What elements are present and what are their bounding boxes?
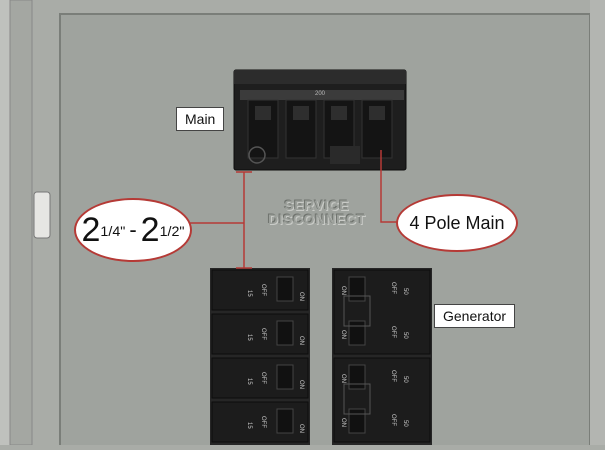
breaker-rating: 15 <box>246 378 252 385</box>
off-label: OFF <box>390 414 396 426</box>
four-pole-main-text: 4 Pole Main <box>409 212 505 233</box>
breaker-handle[interactable] <box>348 364 366 390</box>
four-pole-main-callout: 4 Pole Main <box>396 194 518 252</box>
main-breaker-rating: 200 <box>315 91 326 97</box>
off-label: OFF <box>260 328 266 340</box>
on-label: ON <box>298 292 304 301</box>
branch-breaker[interactable] <box>211 357 309 399</box>
breaker-handle[interactable] <box>276 364 294 390</box>
breaker-rating: 50 <box>402 420 408 427</box>
dimension-min-frac: 1/4" <box>100 224 126 241</box>
four-pole-leader <box>380 150 398 223</box>
branch-breaker[interactable] <box>211 401 309 443</box>
dimension-separator: - <box>129 217 137 242</box>
breaker-rating: 15 <box>246 422 252 429</box>
breaker-handle[interactable] <box>276 408 294 434</box>
breaker-rating: 15 <box>246 334 252 341</box>
enclosure-right-edge <box>590 0 605 445</box>
stamp-line-2: DISCONNECT <box>268 211 366 227</box>
branch-breaker[interactable] <box>211 269 309 311</box>
branch-breaker-2pole[interactable] <box>333 357 431 443</box>
left-breaker-column <box>210 268 310 448</box>
ge-logo-icon <box>248 146 266 164</box>
service-disconnect-stamp: SERVICE DISCONNECT <box>268 198 366 226</box>
main-breaker-info-plate <box>330 146 360 164</box>
main-breaker[interactable] <box>233 69 407 171</box>
off-label: OFF <box>390 282 396 294</box>
breaker-labels: ON ON ON ON OFF OFF OFF OFF 15 15 15 15 … <box>246 282 408 433</box>
on-label: ON <box>298 424 304 433</box>
enclosure-left-edge <box>0 0 10 445</box>
off-label: OFF <box>260 372 266 384</box>
interlock-tie-bar <box>343 383 371 415</box>
door-hinge-strip <box>9 0 33 446</box>
interlock-tie-bar <box>343 295 371 327</box>
on-label: ON <box>340 330 346 339</box>
off-label: OFF <box>260 416 266 428</box>
on-label: ON <box>340 374 346 383</box>
on-label: ON <box>298 380 304 389</box>
off-label: OFF <box>260 284 266 296</box>
generator-label: Generator <box>434 304 516 328</box>
breaker-rating: 15 <box>246 290 252 297</box>
on-label: ON <box>298 336 304 345</box>
dimension-max-whole: 2 <box>140 210 160 249</box>
breaker-rating: 50 <box>402 332 408 339</box>
dimension-max-frac: 1/2" <box>159 224 185 241</box>
on-label: ON <box>340 418 346 427</box>
off-label: OFF <box>390 370 396 382</box>
breaker-handle[interactable] <box>276 276 294 302</box>
main-label: Main <box>176 107 225 131</box>
breaker-handle[interactable] <box>348 408 366 434</box>
branch-breaker[interactable] <box>211 313 309 355</box>
door-latch[interactable] <box>33 191 51 239</box>
callout-lines <box>190 150 398 269</box>
right-breaker-column <box>332 268 432 448</box>
generator-breaker[interactable] <box>333 269 431 355</box>
breaker-rating: 50 <box>402 376 408 383</box>
on-label: ON <box>340 286 346 295</box>
breaker-rating: 50 <box>402 288 408 295</box>
stamp-line-1: SERVICE <box>284 197 350 213</box>
breaker-handle[interactable] <box>348 320 366 346</box>
off-label: OFF <box>390 326 396 338</box>
breaker-handle[interactable] <box>276 320 294 346</box>
dimension-min-whole: 2 <box>81 210 101 249</box>
breaker-handle[interactable] <box>348 276 366 302</box>
